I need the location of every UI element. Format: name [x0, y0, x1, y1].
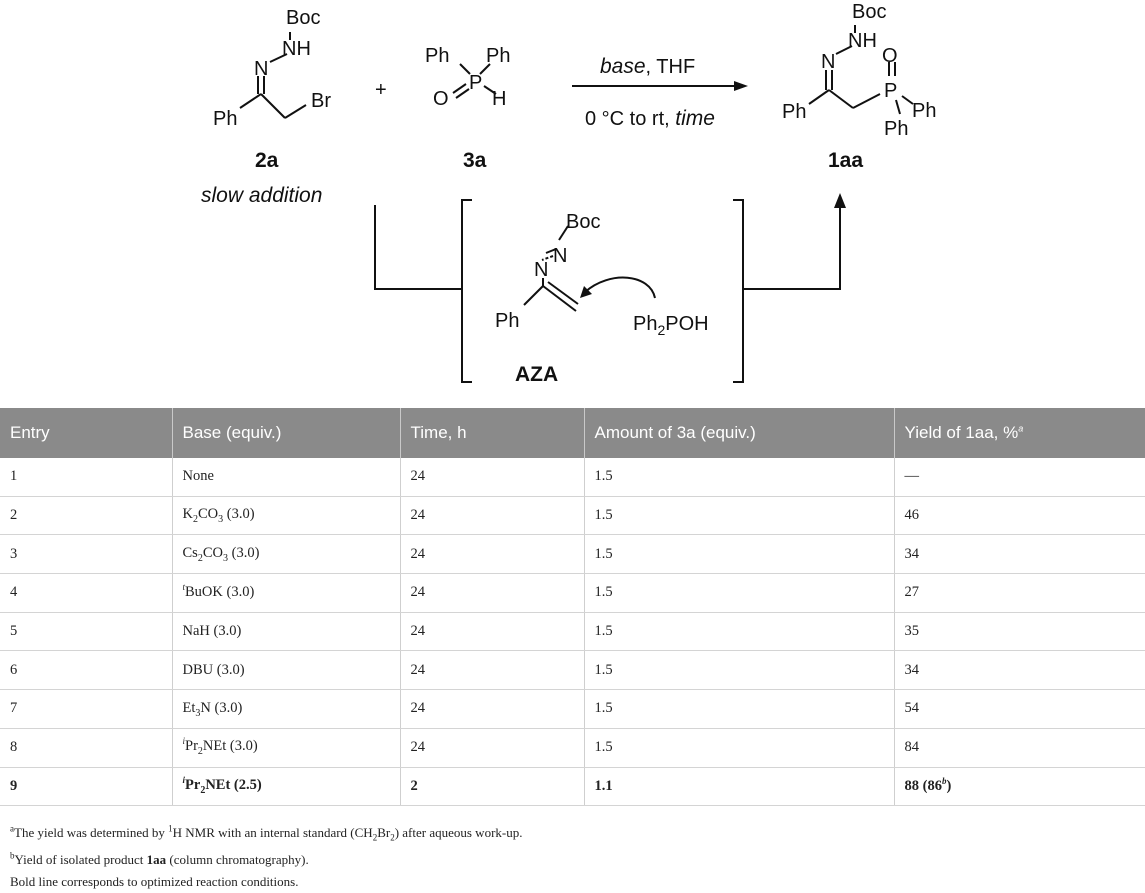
aza-ph-label: Ph [495, 310, 519, 332]
cell-time: 24 [400, 650, 585, 691]
cell-yield: 88 (86b) [894, 767, 1145, 807]
2a-br-label: Br [311, 90, 331, 112]
1aa-o-label: O [882, 45, 898, 67]
2a-boc-label: Boc [286, 7, 320, 29]
cell-time: 24 [400, 534, 585, 575]
table-header-row: Entry Base (equiv.) Time, h Amount of 3a… [0, 408, 1145, 458]
cell-entry: 4 [0, 573, 173, 613]
cell-amount: 1.1 [584, 767, 895, 807]
conditions-top: base, THF [600, 55, 695, 78]
cell-yield: 27 [894, 573, 1145, 613]
cell-entry: 8 [0, 728, 173, 768]
1aa-ph-right-label: Ph [912, 100, 936, 122]
3a-p-label: P [469, 72, 482, 94]
footnote-bold-line: Bold line corresponds to optimized react… [10, 873, 299, 889]
1aa-boc-label: Boc [852, 1, 886, 23]
cell-yield: 35 [894, 612, 1145, 652]
header-base: Base (equiv.) [172, 408, 401, 458]
cell-amount: 1.5 [584, 728, 895, 768]
cell-base: Cs2CO3 (3.0) [172, 534, 401, 575]
plus-sign: + [375, 79, 387, 101]
2a-ph-label: Ph [213, 108, 237, 130]
1aa-nh-label: NH [848, 30, 877, 52]
cell-entry: 9 [0, 767, 173, 807]
cell-base: Et3N (3.0) [172, 689, 401, 729]
cell-amount: 1.5 [584, 496, 895, 536]
cell-time: 24 [400, 689, 585, 729]
1aa-n-label: N [821, 51, 835, 73]
cell-base: K2CO3 (3.0) [172, 496, 401, 536]
1aa-ph-bottom-label: Ph [884, 118, 908, 140]
cell-time: 2 [400, 767, 585, 807]
cell-time: 24 [400, 573, 585, 613]
cell-yield: 46 [894, 496, 1145, 536]
cell-entry: 1 [0, 458, 173, 497]
cell-time: 24 [400, 496, 585, 536]
cell-base: DBU (3.0) [172, 650, 401, 691]
cell-amount: 1.5 [584, 612, 895, 652]
header-yield: Yield of 1aa, %a [894, 408, 1145, 458]
3a-o-label: O [433, 88, 449, 110]
aza-n-lower-label: N [534, 259, 548, 281]
slow-addition-note: slow addition [201, 184, 322, 207]
scheme-drawing: Boc NH N Ph Br 2a slow addition + Ph Ph … [201, 1, 936, 386]
conditions-bottom: 0 °C to rt, time [585, 107, 715, 130]
cell-amount: 1.5 [584, 458, 895, 497]
3a-ph-right-label: Ph [486, 45, 510, 67]
cell-base: iPr2NEt (3.0) [172, 728, 401, 768]
cell-time: 24 [400, 728, 585, 768]
cell-time: 24 [400, 458, 585, 497]
header-entry: Entry [0, 408, 173, 458]
2a-n-label: N [254, 58, 268, 80]
nucleophile-label: Ph2POH [633, 313, 709, 338]
cell-amount: 1.5 [584, 534, 895, 575]
cell-entry: 3 [0, 534, 173, 575]
footnote-b: bYield of isolated product 1aa (column c… [10, 850, 309, 867]
cell-entry: 7 [0, 689, 173, 729]
aza-n-upper-label: N [553, 245, 567, 267]
cell-yield: — [894, 458, 1145, 497]
cell-amount: 1.5 [584, 689, 895, 729]
cell-entry: 6 [0, 650, 173, 691]
cell-entry: 2 [0, 496, 173, 536]
table-footnotes: aThe yield was determined by 1H NMR with… [10, 822, 1130, 893]
optimization-table: Entry Base (equiv.) Time, h Amount of 3a… [0, 408, 1145, 807]
reaction-scheme: Boc NH N Ph Br 2a slow addition + Ph Ph … [0, 0, 1145, 408]
3a-compound-label: 3a [463, 149, 487, 172]
3a-ph-left-label: Ph [425, 45, 449, 67]
cell-yield: 34 [894, 650, 1145, 691]
cell-time: 24 [400, 612, 585, 652]
cell-yield: 34 [894, 534, 1145, 575]
aza-boc-label: Boc [566, 211, 600, 233]
cell-yield: 84 [894, 728, 1145, 768]
cell-base: tBuOK (3.0) [172, 573, 401, 613]
aza-compound-label: AZA [515, 363, 558, 386]
cell-amount: 1.5 [584, 573, 895, 613]
cell-base: None [172, 458, 401, 497]
cell-entry: 5 [0, 612, 173, 652]
1aa-compound-label: 1aa [828, 149, 863, 172]
cell-base: NaH (3.0) [172, 612, 401, 652]
header-time: Time, h [400, 408, 585, 458]
header-amount: Amount of 3a (equiv.) [584, 408, 895, 458]
cell-yield: 54 [894, 689, 1145, 729]
2a-nh-label: NH [282, 38, 311, 60]
1aa-p-label: P [884, 80, 897, 102]
cell-amount: 1.5 [584, 650, 895, 691]
cell-base: iPr2NEt (2.5) [172, 767, 401, 807]
1aa-ph-left-label: Ph [782, 101, 806, 123]
3a-h-label: H [492, 88, 506, 110]
footnote-a: aThe yield was determined by 1H NMR with… [10, 823, 523, 843]
2a-compound-label: 2a [255, 149, 279, 172]
